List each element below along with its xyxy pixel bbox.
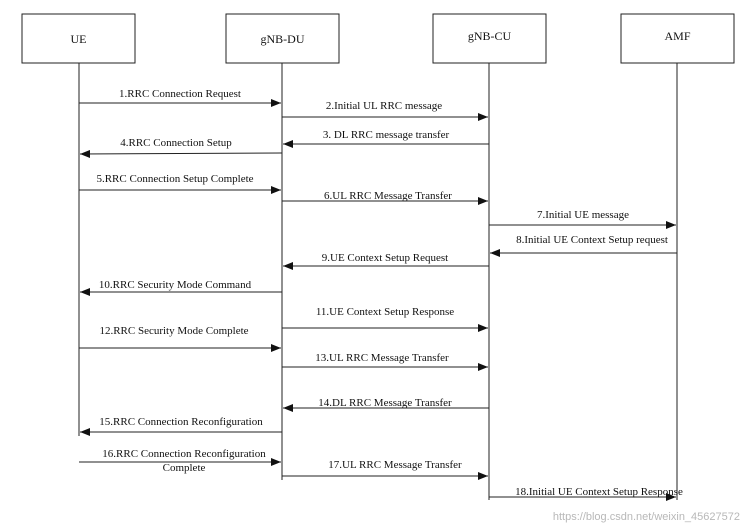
message-label: 8.Initial UE Context Setup request: [516, 234, 668, 246]
entity-label: AMF: [664, 29, 690, 43]
message-label: 11.UE Context Setup Response: [316, 306, 454, 318]
entity-box: [225, 13, 340, 64]
message-label: 17.UL RRC Message Transfer: [328, 459, 462, 471]
message-label: 4.RRC Connection Setup: [120, 137, 232, 149]
entity-box: [21, 13, 136, 64]
message-9: 9.UE Context Setup Request: [283, 252, 489, 270]
entity-box: [620, 13, 735, 64]
message-label: 10.RRC Security Mode Command: [99, 279, 252, 291]
message-label: 3. DL RRC message transfer: [323, 129, 450, 141]
message-6: 6.UL RRC Message Transfer: [282, 190, 488, 205]
message-11: 11.UE Context Setup Response: [282, 306, 488, 332]
entity-gnb-du: gNB-DU: [225, 13, 340, 64]
message-label: 1.RRC Connection Request: [119, 88, 241, 100]
message-label-line2: Complete: [163, 462, 206, 474]
entity-amf: AMF: [620, 13, 735, 64]
message-label: 15.RRC Connection Reconfiguration: [99, 416, 263, 428]
message-label: 7.Initial UE message: [537, 209, 629, 221]
entity-box: [432, 13, 547, 64]
watermark-url: https://blog.csdn.net/weixin_45627572: [552, 511, 740, 523]
message-12: 12.RRC Security Mode Complete: [79, 325, 281, 352]
message-label: 14.DL RRC Message Transfer: [318, 397, 452, 409]
message-5: 5.RRC Connection Setup Complete: [79, 173, 281, 194]
entity-ue: UE: [21, 13, 136, 64]
message-1: 1.RRC Connection Request: [79, 88, 281, 107]
message-label: 9.UE Context Setup Request: [322, 252, 449, 264]
entity-label: gNB-CU: [468, 29, 512, 43]
message-arrow: [79, 149, 283, 158]
message-2: 2.Initial UL RRC message: [282, 100, 488, 121]
message-10: 10.RRC Security Mode Command: [80, 279, 282, 296]
message-label: 12.RRC Security Mode Complete: [99, 325, 248, 337]
entity-gnb-cu: gNB-CU: [432, 13, 547, 64]
message-16: 16.RRC Connection Reconfiguration Comple…: [79, 448, 281, 474]
entity-label: gNB-DU: [261, 32, 305, 46]
message-label: 2.Initial UL RRC message: [326, 100, 442, 112]
message-label: 6.UL RRC Message Transfer: [324, 190, 452, 202]
message-14: 14.DL RRC Message Transfer: [283, 397, 489, 412]
message-7: 7.Initial UE message: [489, 209, 676, 229]
message-label: 13.UL RRC Message Transfer: [315, 352, 449, 364]
message-label: 18.Initial UE Context Setup Response: [515, 486, 683, 498]
message-17: 17.UL RRC Message Transfer: [282, 459, 488, 480]
entity-label: UE: [71, 32, 87, 46]
message-18: 18.Initial UE Context Setup Response: [489, 486, 683, 501]
message-3: 3. DL RRC message transfer: [283, 129, 489, 148]
message-4: 4.RRC Connection Setup: [79, 137, 283, 158]
message-8: 8.Initial UE Context Setup request: [490, 234, 677, 257]
message-13: 13.UL RRC Message Transfer: [282, 352, 488, 371]
message-label: 16.RRC Connection Reconfiguration: [102, 448, 266, 460]
message-label: 5.RRC Connection Setup Complete: [96, 173, 253, 185]
message-15: 15.RRC Connection Reconfiguration: [80, 416, 282, 436]
